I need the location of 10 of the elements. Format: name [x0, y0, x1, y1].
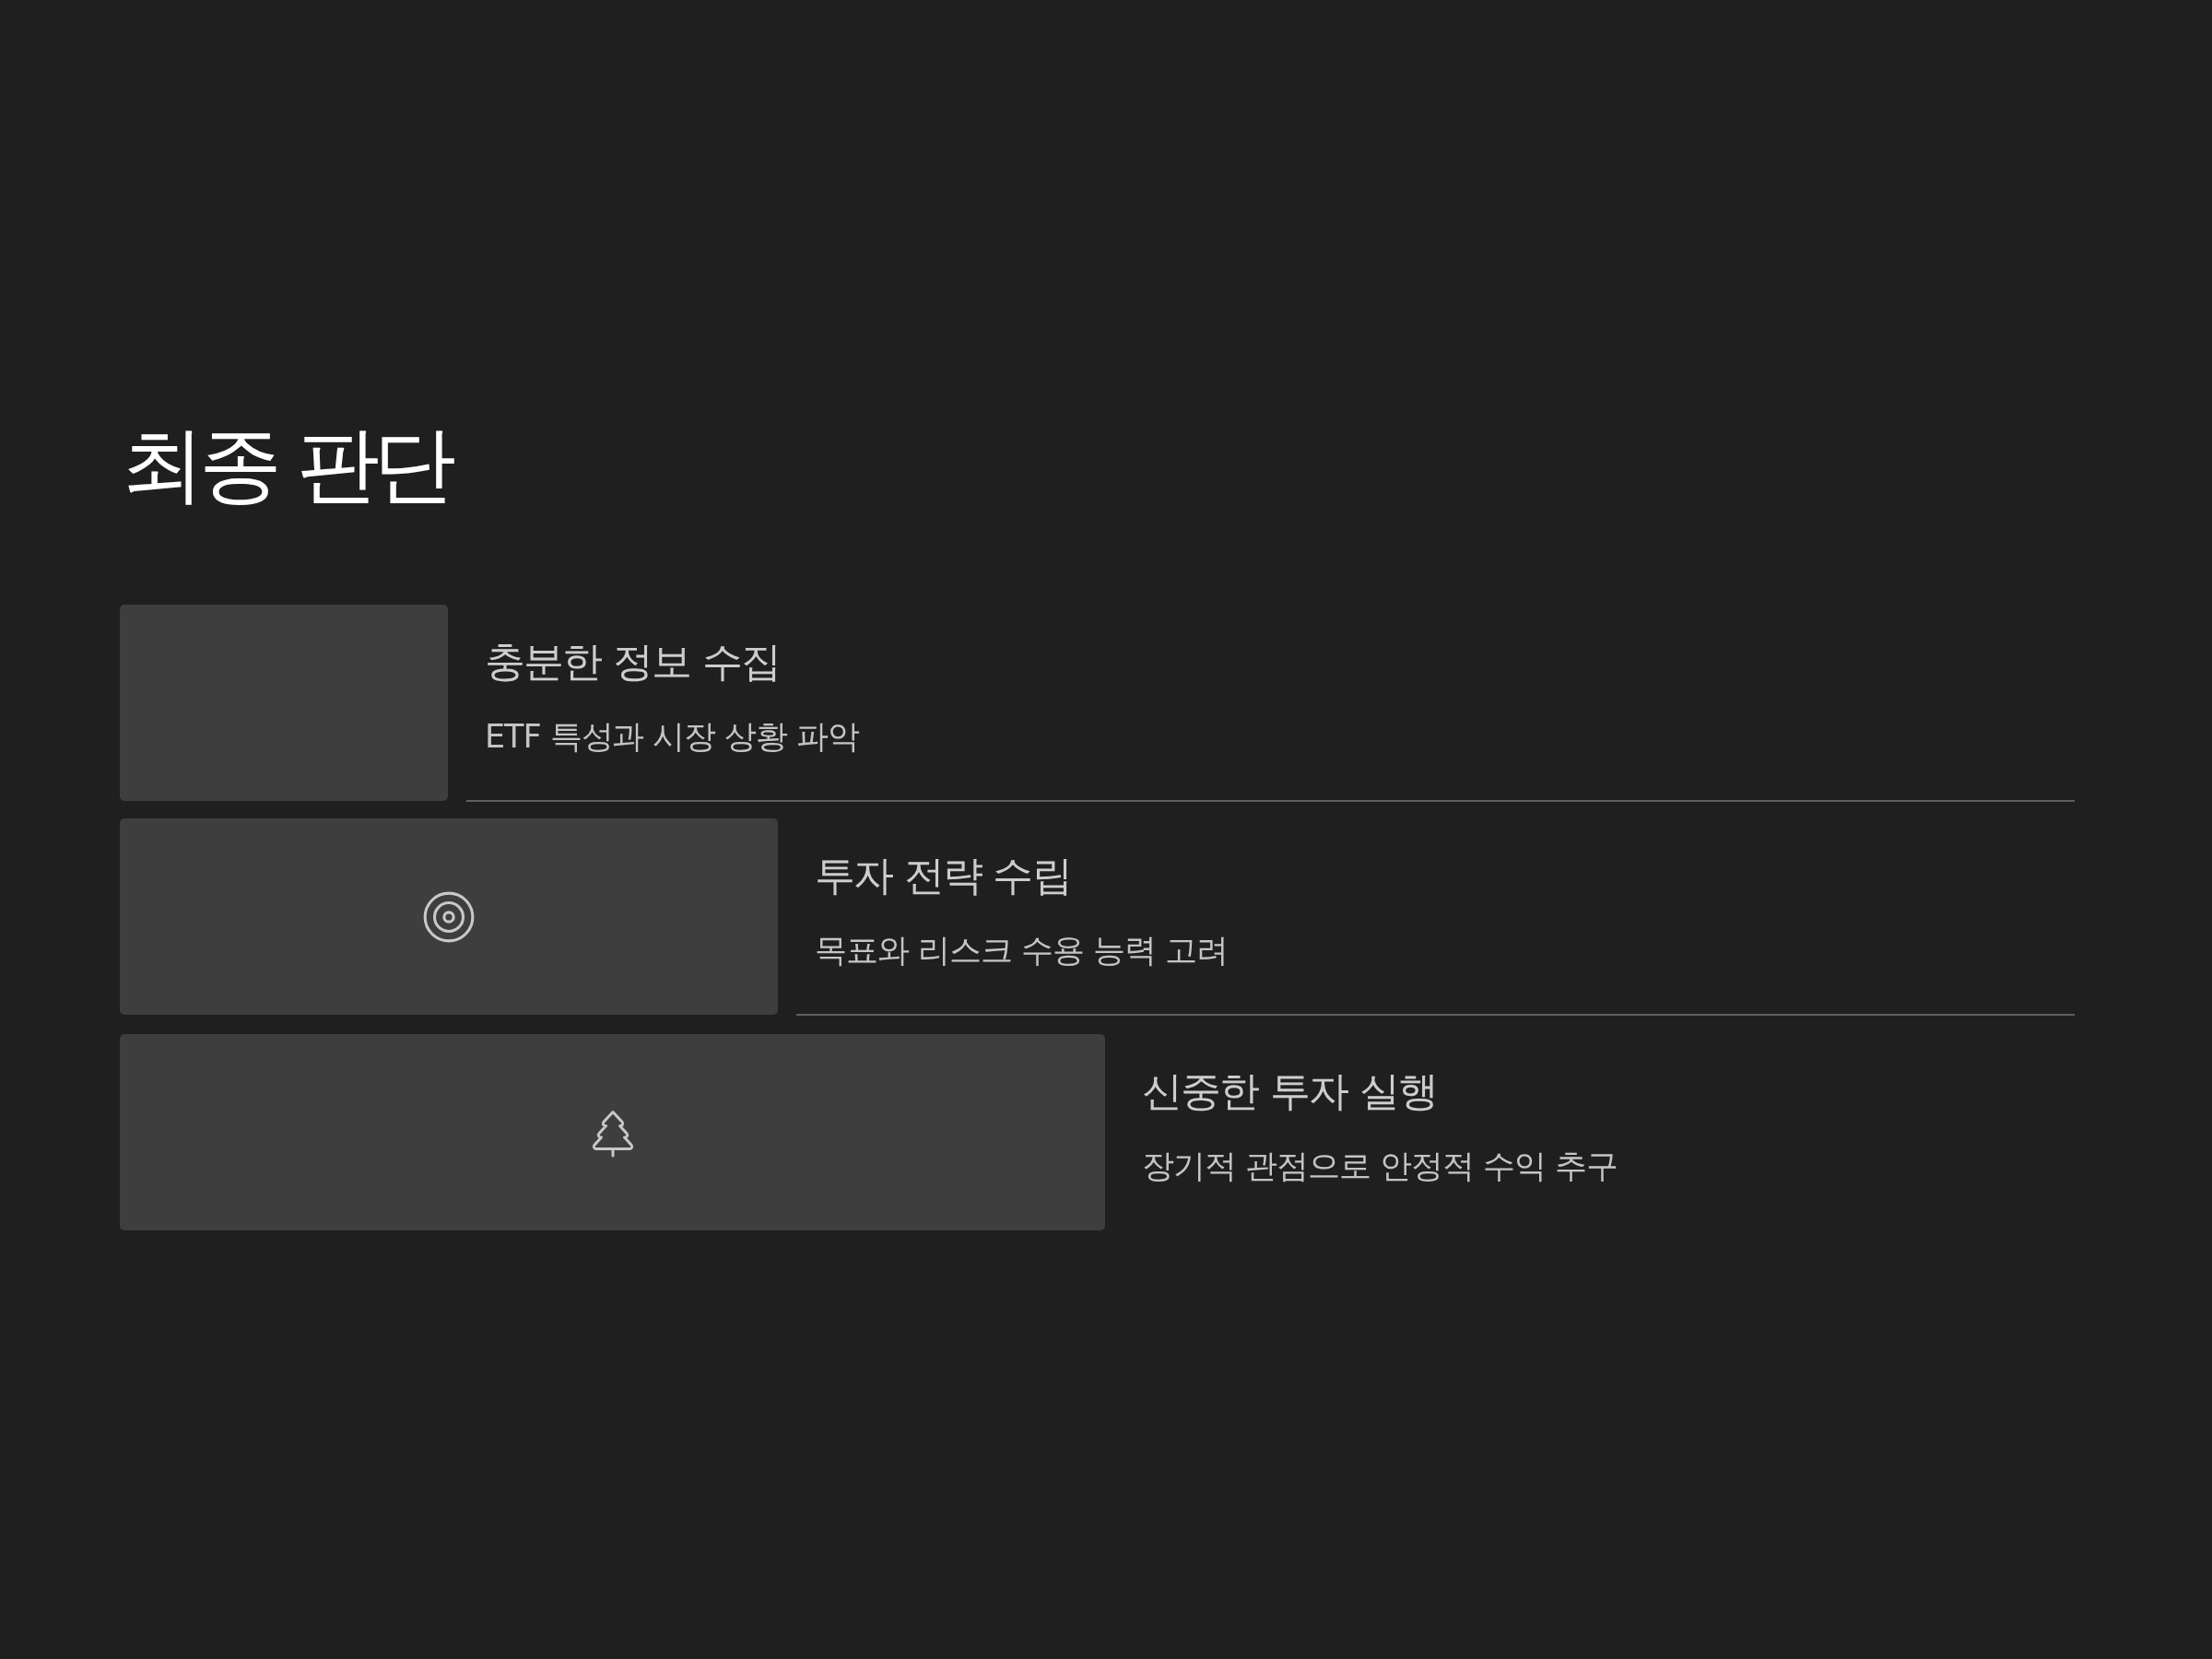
step-description: ETF 특성과 시장 상황 파악: [485, 717, 860, 756]
step-heading: 충분한 정보 수집: [485, 638, 781, 687]
step-description: 목표와 리스크 수용 능력 고려: [815, 931, 1228, 970]
step-heading: 투자 전략 수립: [815, 852, 1071, 900]
step-bar: [120, 1034, 1105, 1230]
step-bar: [120, 605, 448, 801]
step-description: 장기적 관점으로 안정적 수익 추구: [1142, 1147, 1618, 1185]
step-heading: 신중한 투자 실행: [1142, 1067, 1438, 1116]
page-title: 최종 판단: [122, 415, 452, 514]
step-bar: [120, 818, 778, 1015]
